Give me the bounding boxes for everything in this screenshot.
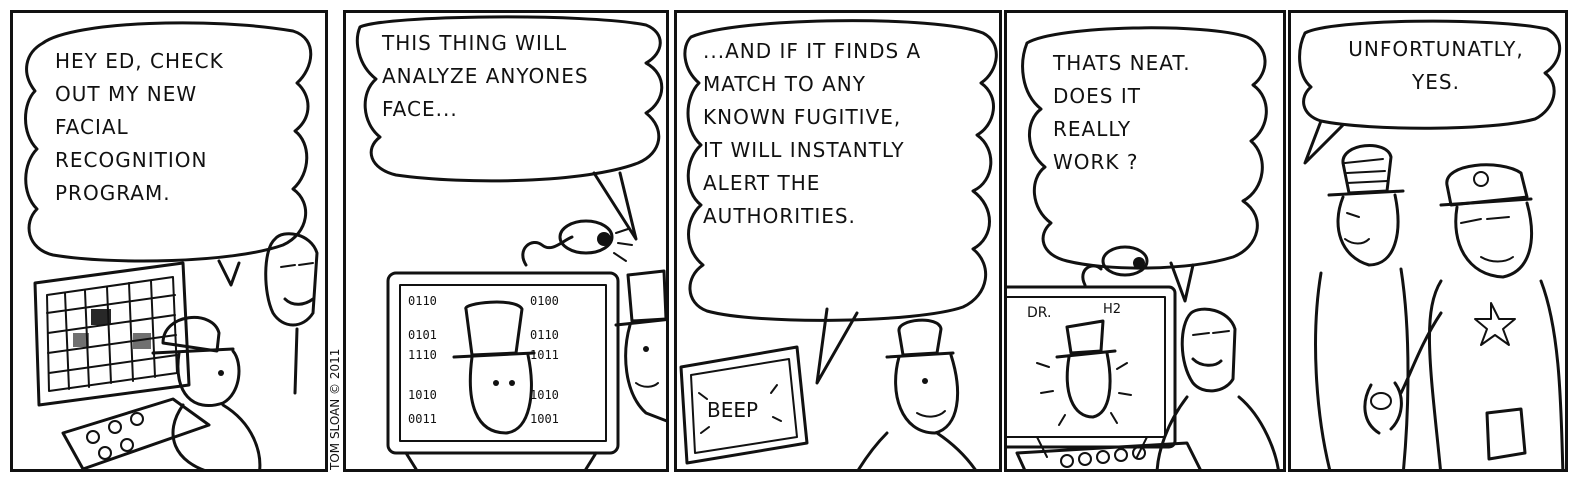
panel-5: UNFORTUNATLY, YES.: [1288, 10, 1568, 472]
speech-balloon-4: [1021, 26, 1268, 270]
computer-monitor: 0110 0100 0101 0110 1110 1011 1010 1010 …: [386, 271, 620, 469]
binary-code: 0101: [408, 328, 437, 342]
binary-code: 1011: [530, 348, 559, 362]
panel-5-art: [1298, 19, 1565, 469]
balloon-tail: [1303, 119, 1345, 165]
binary-code: 1110: [408, 348, 437, 362]
dialogue-panel-5: UNFORTUNATLY, YES.: [1348, 37, 1524, 94]
speech-balloon-2: [355, 15, 664, 183]
binary-code: 1010: [530, 388, 559, 402]
panel-1-art: [24, 21, 319, 469]
beep-text: BEEP: [707, 398, 758, 422]
panel-3: BEEP ...AND IF IT FINDS A MATCH TO ANY K…: [674, 10, 1002, 472]
speech-balloon-3: [683, 19, 998, 322]
character-top-hat: [151, 315, 262, 469]
binary-code: 0011: [408, 412, 437, 426]
balloon-tail: [815, 307, 859, 385]
panel-3-art: BEEP: [679, 19, 998, 469]
binary-code: 0110: [530, 328, 559, 342]
character-ed: [264, 232, 319, 395]
balloon-tail: [1169, 261, 1195, 303]
keyboard: [61, 397, 211, 469]
panel-1: HEY ED, CHECK OUT MY NEW FACIAL RECOGNIT…: [10, 10, 328, 472]
character-ed: [1155, 307, 1280, 469]
dialogue-panel-2: THIS THING WILL ANALYZE ANYONES FACE...: [382, 31, 589, 121]
panel-4-art: DR. H2: [1007, 26, 1280, 469]
balloon-tail: [592, 171, 638, 241]
analysis-monitor: DR. H2: [1007, 285, 1177, 458]
character-top-hat: [857, 318, 977, 469]
binary-code: 0110: [408, 294, 437, 308]
alert-monitor: BEEP: [679, 345, 809, 465]
character-top-hat: [614, 269, 666, 423]
panel-4: DR. H2: [1004, 10, 1286, 472]
panel-2-art: 0110 0100 0101 0110 1110 1011 1010 1010 …: [355, 15, 666, 469]
dialogue-panel-1: HEY ED, CHECK OUT MY NEW FACIAL RECOGNIT…: [55, 49, 224, 205]
speech-balloon-1: [24, 21, 313, 263]
panel-2: 0110 0100 0101 0110 1110 1011 1010 1010 …: [343, 10, 669, 472]
character-police-officer: [1399, 163, 1565, 469]
computer-monitor: [33, 261, 191, 407]
screen-label: DR.: [1027, 305, 1051, 321]
character-top-hat-handcuffed: [1314, 144, 1410, 469]
binary-code: 0100: [530, 294, 559, 308]
webcam: [1081, 245, 1149, 287]
dialogue-panel-4: THATS NEAT. DOES IT REALLY WORK ?: [1053, 51, 1191, 174]
screen-label-sub: H2: [1103, 302, 1121, 317]
binary-code: 1010: [408, 388, 437, 402]
signature: TOM SLOAN © 2011: [328, 348, 342, 470]
balloon-tail: [217, 259, 241, 287]
speech-balloon-5: [1298, 19, 1562, 130]
dialogue-panel-3: ...AND IF IT FINDS A MATCH TO ANY KNOWN …: [703, 39, 922, 228]
control-keys: [1015, 441, 1202, 469]
binary-code: 1001: [530, 412, 559, 426]
webcam: [521, 219, 633, 267]
